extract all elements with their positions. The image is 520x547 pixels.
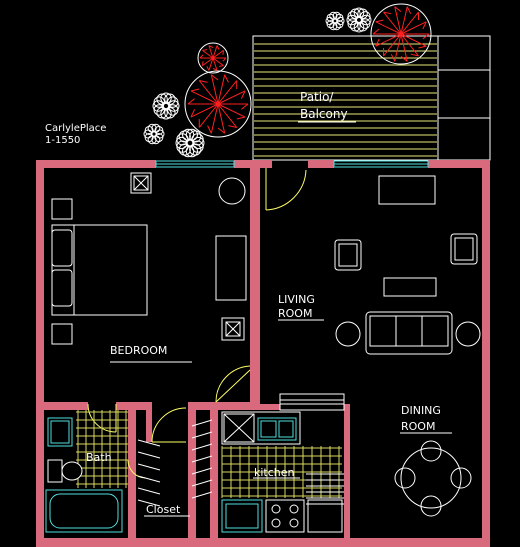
title-line2: 1-1550 [45, 135, 80, 146]
walls [36, 160, 490, 547]
bedroom-furniture [51, 172, 247, 345]
living-label-line1: LIVING [278, 293, 315, 306]
patio-deck [252, 35, 491, 161]
bath-label: Bath [86, 451, 112, 464]
patio-label-line1: Patio/ [300, 90, 334, 104]
dining-table-icon [394, 440, 472, 517]
living-label-line2: ROOM [278, 307, 312, 320]
living-furniture [334, 175, 481, 355]
tree-red-large-icon [370, 3, 432, 65]
kitchen-label: kitchen [254, 466, 295, 479]
landscaping [143, 3, 432, 158]
closet-label: Closet [146, 503, 181, 516]
kitchen-fixtures [221, 393, 345, 533]
dining-label-line2: ROOM [401, 420, 435, 433]
tree-red-small-icon [197, 42, 229, 74]
shrub-flower-icon [143, 7, 372, 158]
doors [87, 168, 307, 479]
bath-fixtures [45, 410, 128, 533]
closet-right-hangers [191, 419, 213, 499]
windows [155, 160, 429, 168]
bedroom-label: BEDROOM [110, 344, 167, 357]
title-line1: CarlylePlace [45, 123, 106, 134]
patio-label-line2: Balcony [300, 107, 348, 121]
tree-red-icon [184, 70, 252, 138]
hall-stripes [306, 473, 344, 505]
dining-label-line1: DINING [401, 404, 441, 417]
closet-shelves [137, 439, 161, 507]
